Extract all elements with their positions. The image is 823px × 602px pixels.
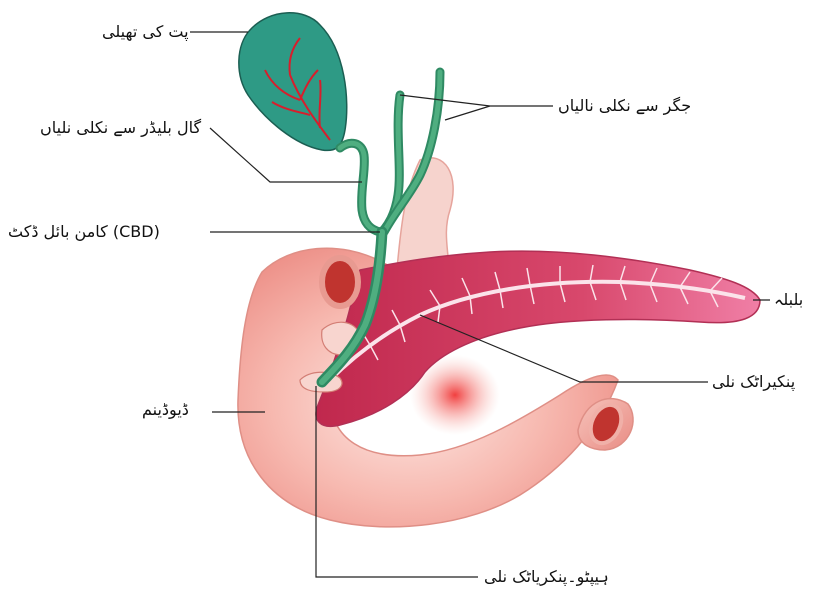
label-hepato-pancreatic-duct: ہیپٹو۔پنکریاٹک نلی [484,567,609,587]
leader-hepatic-ducts [400,95,553,120]
label-duodenum: ڈیوڈینم [142,400,189,420]
label-pancreatic-duct: پنکیراٹک نلی [712,372,795,392]
label-hepatic-ducts: جگر سے نکلی نالیاں [558,96,691,116]
label-cystic-duct: گال بلیڈر سے نکلی نلیاں [40,118,201,138]
label-pancreas: بلبلہ [774,290,803,310]
duodenum-opening [322,258,358,306]
label-gallbladder: پت کی تھیلی [102,22,189,42]
label-cbd: کامن بائل ڈکٹ (CBD) [8,222,160,242]
